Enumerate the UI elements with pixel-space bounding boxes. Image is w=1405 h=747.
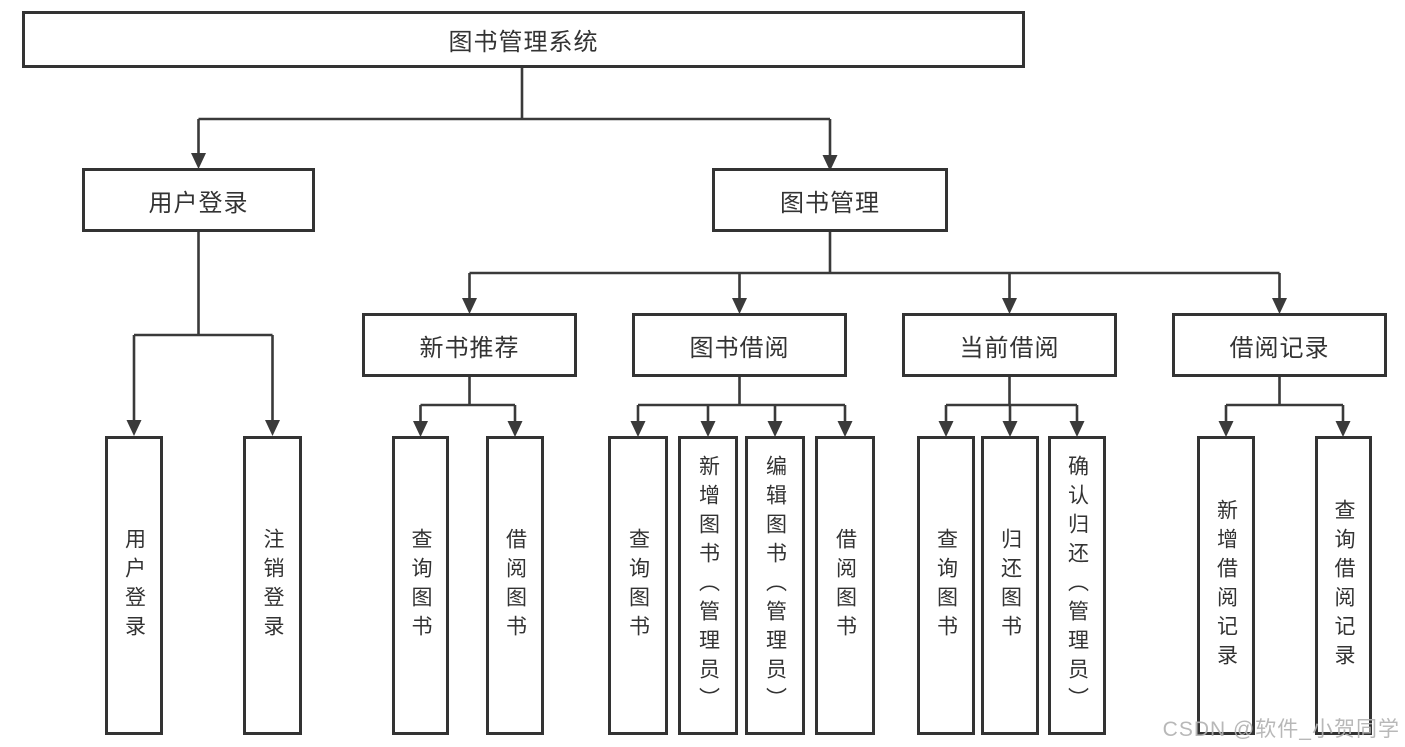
leaf-add-book-admin: 新增图书（管理员） <box>678 436 738 735</box>
leaf-borrow-books-recommend: 借阅图书 <box>486 436 544 735</box>
leaf-user-login: 用户登录 <box>105 436 163 735</box>
node-borrowing-records: 借阅记录 <box>1172 313 1387 377</box>
node-library-management-system: 图书管理系统 <box>22 11 1025 68</box>
leaf-query-books-recommend: 查询图书 <box>392 436 449 735</box>
node-book-borrowing: 图书借阅 <box>632 313 847 377</box>
leaf-edit-book-admin: 编辑图书（管理员） <box>745 436 805 735</box>
connector-new-book-subtree <box>419 377 517 422</box>
leaf-query-books-borrow: 查询图书 <box>608 436 668 735</box>
connector-user-login-subtree <box>132 232 274 421</box>
connector-current-borrow-subtree <box>944 377 1079 422</box>
connector-root-to-level2 <box>197 68 832 156</box>
connector-record-subtree <box>1224 377 1345 422</box>
node-user-login: 用户登录 <box>82 168 315 232</box>
leaf-query-books-current: 查询图书 <box>917 436 975 735</box>
leaf-logout: 注销登录 <box>243 436 302 735</box>
connector-book-borrow-subtree <box>636 377 847 422</box>
leaf-confirm-return-admin: 确认归还（管理员） <box>1048 436 1106 735</box>
leaf-add-borrow-record: 新增借阅记录 <box>1197 436 1255 735</box>
watermark: CSDN @软件_小贺同学 <box>1162 718 1400 741</box>
connector-book-management-to-level3 <box>468 232 1281 299</box>
node-book-management: 图书管理 <box>712 168 948 232</box>
leaf-borrow-books: 借阅图书 <box>815 436 875 735</box>
leaf-return-book: 归还图书 <box>981 436 1039 735</box>
node-current-borrowing: 当前借阅 <box>902 313 1117 377</box>
leaf-query-borrow-record: 查询借阅记录 <box>1315 436 1372 735</box>
node-new-book-recommendation: 新书推荐 <box>362 313 577 377</box>
